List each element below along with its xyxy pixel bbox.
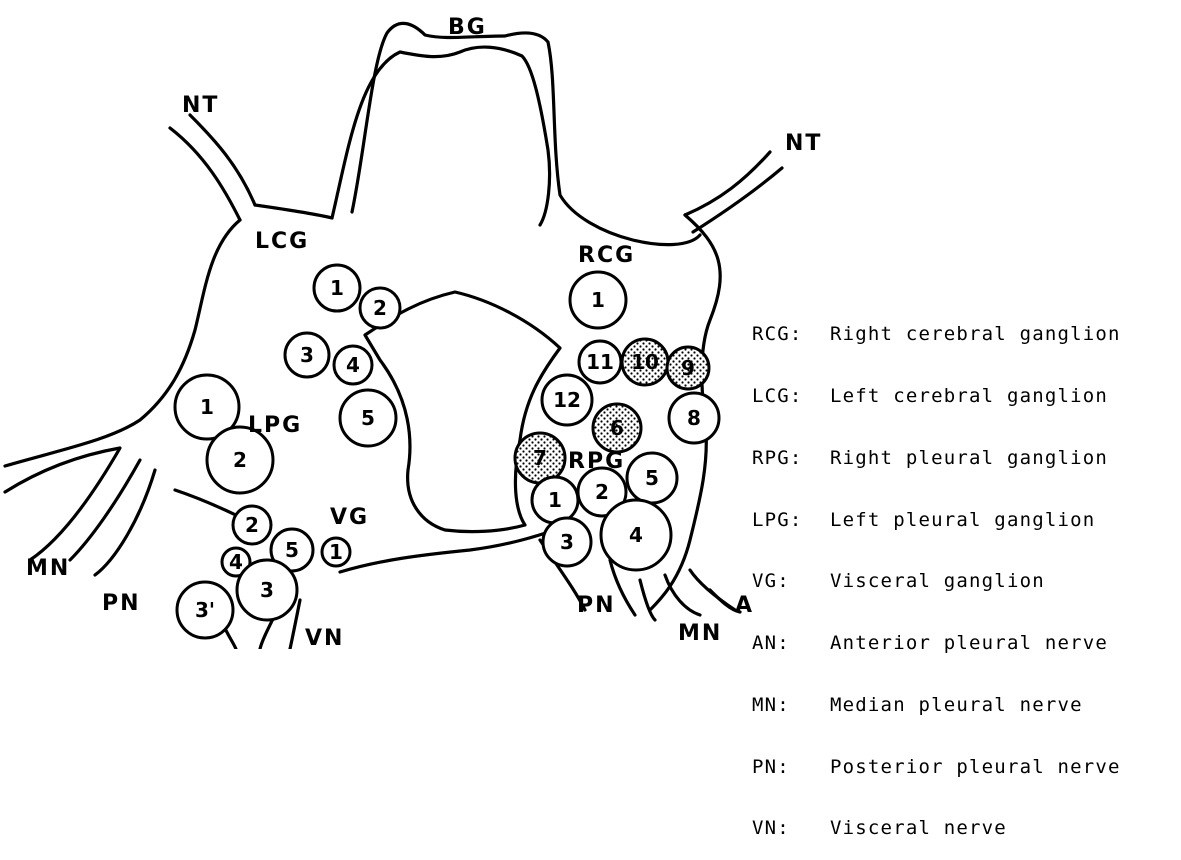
neuron-vg-5-label: 5 — [285, 538, 299, 562]
legend-row: PN:Posterior pleural nerve — [752, 757, 1121, 778]
legend-text: Visceral nerve — [830, 818, 1007, 839]
neuron-rpg-7-label: 7 — [533, 446, 547, 470]
legend: RCG:Right cerebral ganglion LCG:Left cer… — [752, 283, 1121, 860]
legend-abbr: VG: — [752, 571, 830, 592]
legend-text: Median pleural nerve — [830, 695, 1083, 716]
label-pn-right: PN — [577, 593, 616, 618]
legend-text: Visceral ganglion — [830, 571, 1045, 592]
neuron-rpg-11-label: 11 — [586, 350, 614, 374]
buccal-commissure — [332, 23, 700, 244]
rcg-cells: 1 — [570, 272, 626, 328]
legend-row: RCG:Right cerebral ganglion — [752, 324, 1121, 345]
neuron-lpg-1-label: 1 — [200, 395, 214, 419]
neuron-rpg-3-label: 3 — [560, 530, 574, 554]
neuron-vg-2-label: 2 — [245, 513, 259, 537]
neuron-vg-4-label: 4 — [229, 550, 243, 574]
label-pn-left: PN — [102, 591, 141, 616]
legend-row: LPG:Left pleural ganglion — [752, 510, 1121, 531]
legend-row: AN:Anterior pleural nerve — [752, 633, 1121, 654]
neuron-lcg-4-label: 4 — [346, 353, 360, 377]
label-mn-right: MN — [678, 621, 722, 646]
legend-abbr: RCG: — [752, 324, 830, 345]
legend-abbr: PN: — [752, 757, 830, 778]
legend-abbr: MN: — [752, 695, 830, 716]
neuron-rpg-5-label: 5 — [645, 466, 659, 490]
neuron-lpg-2-label: 2 — [233, 448, 247, 472]
label-rpg: RPG — [568, 449, 625, 474]
neuron-lcg-2-label: 2 — [373, 296, 387, 320]
legend-text: Right cerebral ganglion — [830, 324, 1121, 345]
label-vg: VG — [330, 505, 369, 530]
neuron-rpg-8-label: 8 — [687, 406, 701, 430]
label-nt-left: NT — [182, 93, 219, 118]
label-lcg: LCG — [255, 229, 309, 254]
vg-cells: 2 5 1 4 3 3' — [177, 506, 350, 638]
lcg-cells: 1 2 3 4 5 — [285, 265, 400, 446]
neuron-lcg-5-label: 5 — [361, 406, 375, 430]
legend-abbr: LPG: — [752, 510, 830, 531]
legend-row: RPG:Right pleural ganglion — [752, 448, 1121, 469]
neuron-rpg-10-label: 10 — [631, 350, 659, 374]
legend-text: Anterior pleural nerve — [830, 633, 1108, 654]
legend-abbr: RPG: — [752, 448, 830, 469]
legend-abbr: AN: — [752, 633, 830, 654]
neuron-rpg-2-label: 2 — [595, 480, 609, 504]
legend-row: MN:Median pleural nerve — [752, 695, 1121, 716]
ganglion-outline — [5, 115, 782, 649]
neuron-rpg-6-label: 6 — [610, 416, 624, 440]
label-nt-right: NT — [785, 131, 822, 156]
neuron-lcg-1-label: 1 — [330, 276, 344, 300]
legend-text: Right pleural ganglion — [830, 448, 1108, 469]
label-lpg: LPG — [248, 413, 302, 438]
legend-text: Posterior pleural nerve — [830, 757, 1121, 778]
legend-abbr: LCG: — [752, 386, 830, 407]
legend-abbr: VN: — [752, 818, 830, 839]
neuron-lcg-3-label: 3 — [300, 343, 314, 367]
label-vn: VN — [305, 626, 344, 649]
label-rcg: RCG — [578, 243, 635, 268]
neuron-rpg-12-label: 12 — [553, 388, 581, 412]
neuron-vg-3-prime-label: 3' — [195, 598, 215, 622]
legend-row: LCG:Left cerebral ganglion — [752, 386, 1121, 407]
legend-row: VG:Visceral ganglion — [752, 571, 1121, 592]
neuron-rpg-4-label: 4 — [629, 523, 643, 547]
neuron-rpg-1-label: 1 — [548, 488, 562, 512]
neuron-vg-3-label: 3 — [260, 578, 274, 602]
legend-text: Left cerebral ganglion — [830, 386, 1108, 407]
neuron-vg-1-label: 1 — [329, 540, 343, 564]
legend-text: Left pleural ganglion — [830, 510, 1095, 531]
legend-row: VN:Visceral nerve — [752, 818, 1121, 839]
neuron-rpg-9-label: 9 — [681, 356, 695, 380]
label-bg: BG — [448, 15, 487, 40]
neuron-rcg-1-label: 1 — [591, 288, 605, 312]
label-mn-left: MN — [26, 556, 70, 581]
